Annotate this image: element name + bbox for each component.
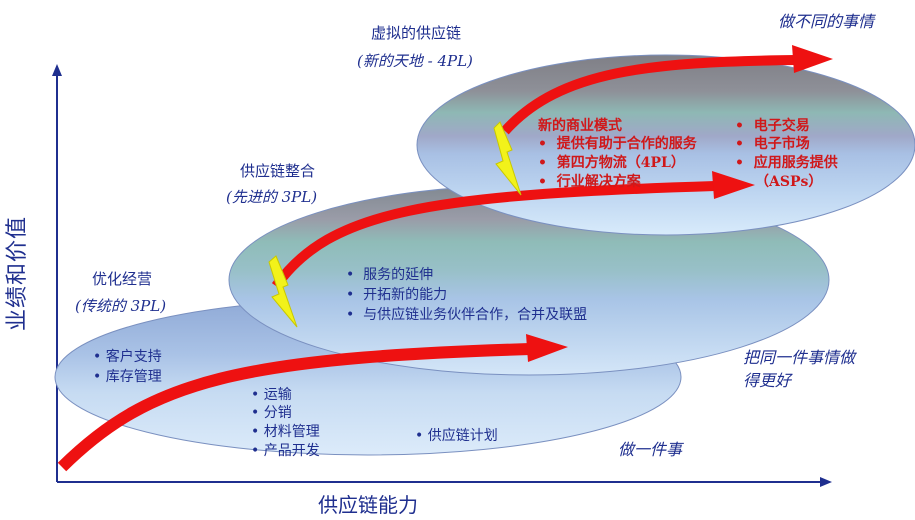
stage2-title: 供应链整合 bbox=[240, 162, 316, 180]
list-item: • 应用服务提供 bbox=[735, 155, 838, 171]
list-item: • 运输 bbox=[251, 387, 292, 403]
stage1-caption: 做一件事 bbox=[618, 440, 683, 459]
x-axis bbox=[57, 477, 832, 487]
stage3-header: 新的商业模式 bbox=[538, 118, 622, 134]
list-item: • 开拓新的能力 bbox=[346, 287, 448, 303]
list-item: • 产品开发 bbox=[251, 443, 320, 459]
stage2-subtitle: (先进的 3PL) bbox=[226, 188, 318, 206]
list-item: • 供应链计划 bbox=[415, 428, 498, 444]
list-item: • 与供应链业务伙伴合作，合并及联盟 bbox=[346, 307, 588, 323]
stage2-caption: 得更好 bbox=[743, 371, 792, 390]
y-axis-label: 业绩和价值 bbox=[5, 215, 30, 331]
list-item: • 服务的延伸 bbox=[346, 267, 434, 283]
list-item: （ASPs） bbox=[755, 174, 823, 190]
lightning-bolt-icon bbox=[493, 121, 522, 196]
list-item: • 材料管理 bbox=[251, 424, 320, 440]
stage2-caption: 把同一件事情做 bbox=[743, 348, 856, 367]
list-item: • 第四方物流（4PL） bbox=[538, 155, 685, 171]
arrow-stage1 bbox=[57, 343, 531, 472]
arrow-stage2 bbox=[271, 181, 716, 289]
list-item: • 行业解决方案 bbox=[538, 174, 641, 190]
list-item: • 客户支持 bbox=[93, 349, 162, 365]
stage3-caption: 做不同的事情 bbox=[778, 12, 875, 31]
arrow-stage3 bbox=[501, 55, 796, 135]
stage1-subtitle: (传统的 3PL) bbox=[75, 297, 167, 315]
list-item: • 提供有助于合作的服务 bbox=[538, 136, 697, 152]
x-axis-label: 供应链能力 bbox=[318, 493, 418, 517]
stage3-title: 虚拟的供应链 bbox=[371, 24, 462, 42]
stage1-title: 优化经营 bbox=[92, 270, 153, 288]
y-axis bbox=[52, 64, 62, 482]
list-item: • 分销 bbox=[251, 405, 292, 421]
list-item: • 电子交易 bbox=[735, 118, 810, 134]
list-item: • 电子市场 bbox=[735, 136, 810, 152]
stage3-subtitle: (新的天地 - 4PL) bbox=[357, 52, 473, 70]
lightning-bolt-icon bbox=[268, 255, 298, 328]
list-item: • 库存管理 bbox=[93, 369, 162, 385]
